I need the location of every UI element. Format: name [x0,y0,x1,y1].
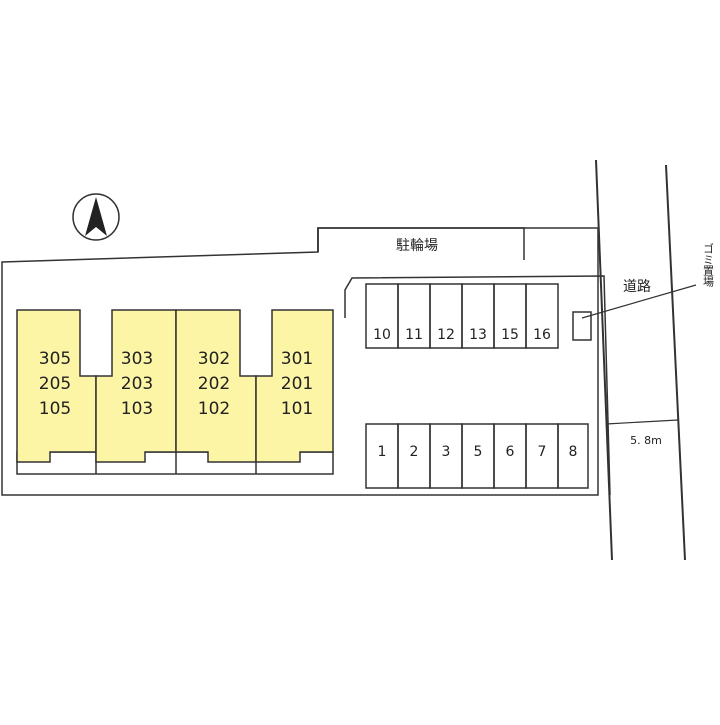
parking-space [525,283,559,349]
parking-space-number: 6 [506,444,515,460]
parking-space-number: 16 [533,327,551,343]
unit-label: 203 [121,374,153,394]
unit-label: 103 [121,399,153,419]
building-3-units: 302 202 102 [198,349,230,419]
unit-label: 303 [121,349,153,369]
parking-space-number: 13 [469,327,487,343]
unit-label: 305 [39,349,71,369]
parking-space-number: 11 [405,327,423,343]
unit-label: 101 [281,399,313,419]
parking-lot-outline [344,275,611,496]
parking-space [557,423,589,489]
road-edge-left [595,159,613,561]
bicycle-parking-area [317,227,525,260]
road-width-label: 5. 8m [630,434,662,447]
unit-label: 202 [198,374,230,394]
garbage-label: ゴミ置場 [702,242,715,288]
parking-space-number: 3 [442,444,451,460]
parking-space-number: 15 [501,327,519,343]
parking-space-number: 2 [410,444,419,460]
building-4 [255,309,334,463]
unit-label: 301 [281,349,313,369]
building-1-units: 305 205 105 [39,349,71,419]
unit-label: 105 [39,399,71,419]
parking-space-number: 8 [569,444,578,460]
garbage-station [572,311,592,341]
parking-space-number: 12 [437,327,455,343]
bicycle-parking-label: 駐輪場 [396,237,438,254]
unit-label: 302 [198,349,230,369]
parking-space-number: 10 [373,327,391,343]
road-label: 道路 [623,279,651,295]
parking-space-number: 5 [474,444,483,460]
unit-label: 205 [39,374,71,394]
north-arrow-icon [72,193,120,241]
building-4-units: 301 201 101 [281,349,313,419]
building-block [16,309,334,475]
unit-label: 201 [281,374,313,394]
parking-space-number: 1 [378,444,387,460]
parking-space-number: 7 [538,444,547,460]
parking-row-bottom: 1 2 3 5 6 7 8 [365,423,589,489]
garbage-leader-line [581,284,697,319]
road-width-line [605,419,679,425]
road-edge-right [665,164,686,561]
unit-label: 102 [198,399,230,419]
building-2-units: 303 203 103 [121,349,153,419]
parking-row-top: 10 11 12 13 15 16 [365,283,559,349]
